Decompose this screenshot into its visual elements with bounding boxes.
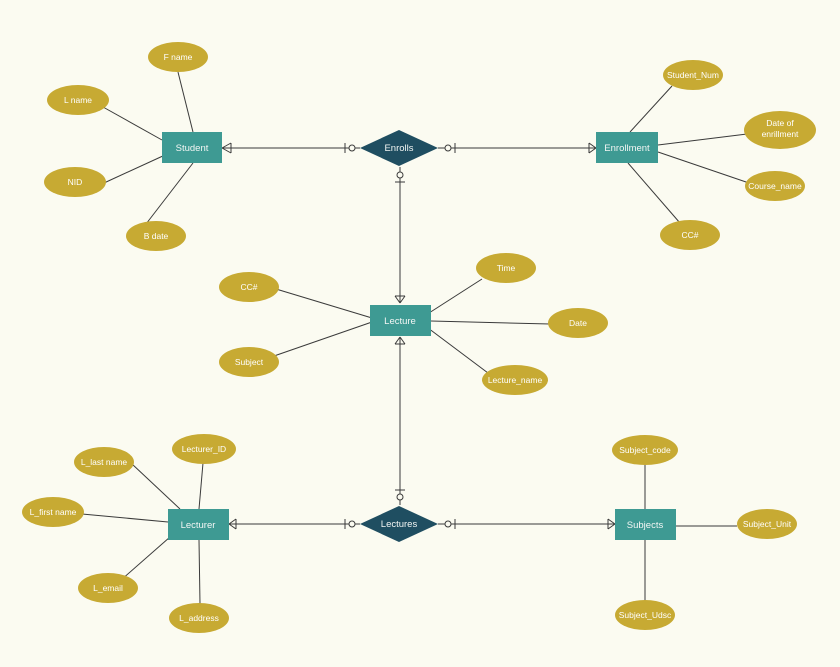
relationship-enrolls[interactable]: Enrolls [360,130,438,166]
attribute-subject-udsc-label: Subject_Udsc [619,610,672,620]
attribute-subject-label: Subject [235,357,264,367]
relationship-connectors [222,147,615,525]
attribute-enrollment-cc[interactable]: CC# [660,220,720,250]
attribute-connectors [81,71,750,605]
relationship-enrolls-label: Enrolls [384,143,413,154]
attribute-l-first-name-label: L_first name [30,507,77,517]
entity-student-label: Student [176,143,209,154]
attribute-date-of-enrillment-label-line2: enrillment [762,129,799,139]
attribute-date-of-enrillment[interactable]: Date of enrillment [744,111,816,149]
entity-enrollment[interactable]: Enrollment [596,132,658,163]
attribute-date[interactable]: Date [548,308,608,338]
entity-lecturer-label: Lecturer [181,520,216,531]
cardinality-markers [221,142,616,530]
attribute-lecturer-id[interactable]: Lecturer_ID [172,434,236,464]
attribute-course-name[interactable]: Course_name [745,171,805,201]
entity-lecturer[interactable]: Lecturer [168,509,229,540]
attribute-enrollment-cc-label: CC# [681,230,698,240]
entity-student[interactable]: Student [162,132,222,163]
entity-subjects[interactable]: Subjects [615,509,676,540]
attribute-nid[interactable]: NID [44,167,106,197]
attribute-l-name-label: L name [64,95,92,105]
attribute-lecture-cc-label: CC# [240,282,257,292]
attribute-l-email-label: L_email [93,583,123,593]
entity-lecture-label: Lecture [384,316,416,327]
attribute-l-last-name[interactable]: L_last name [74,447,134,477]
attribute-b-date[interactable]: B date [126,221,186,251]
attribute-lecture-cc[interactable]: CC# [219,272,279,302]
entity-subjects-label: Subjects [627,520,664,531]
attribute-subject-unit-label: Subject_Unit [743,519,792,529]
attribute-b-date-label: B date [144,231,169,241]
attribute-student-num[interactable]: Student_Num [663,60,723,90]
attribute-subject[interactable]: Subject [219,347,279,377]
attribute-l-address-label: L_address [179,613,219,623]
attribute-subject-unit[interactable]: Subject_Unit [737,509,797,539]
attribute-time-label: Time [497,263,516,273]
attribute-l-first-name[interactable]: L_first name [22,497,84,527]
attribute-f-name[interactable]: F name [148,42,208,72]
attribute-student-num-label: Student_Num [667,70,719,80]
attribute-course-name-label: Course_name [748,181,802,191]
attribute-date-label: Date [569,318,587,328]
attribute-subject-code[interactable]: Subject_code [612,435,678,465]
attribute-lecturer-id-label: Lecturer_ID [182,444,226,454]
attribute-subject-code-label: Subject_code [619,445,671,455]
attribute-f-name-label: F name [164,52,193,62]
relationship-lectures-label: Lectures [381,519,418,530]
entity-lecture[interactable]: Lecture [370,305,431,336]
attribute-lecture-name[interactable]: Lecture_name [482,365,548,395]
attribute-nid-label: NID [68,177,83,187]
relationship-lectures[interactable]: Lectures [360,506,438,542]
attribute-l-last-name-label: L_last name [81,457,128,467]
attribute-l-address[interactable]: L_address [169,603,229,633]
entity-enrollment-label: Enrollment [604,143,650,154]
attribute-date-of-enrillment-label-line1: Date of [766,118,794,128]
attribute-subject-udsc[interactable]: Subject_Udsc [615,600,675,630]
attribute-time[interactable]: Time [476,253,536,283]
attribute-l-name[interactable]: L name [47,85,109,115]
attribute-l-email[interactable]: L_email [78,573,138,603]
attribute-lecture-name-label: Lecture_name [488,375,543,385]
